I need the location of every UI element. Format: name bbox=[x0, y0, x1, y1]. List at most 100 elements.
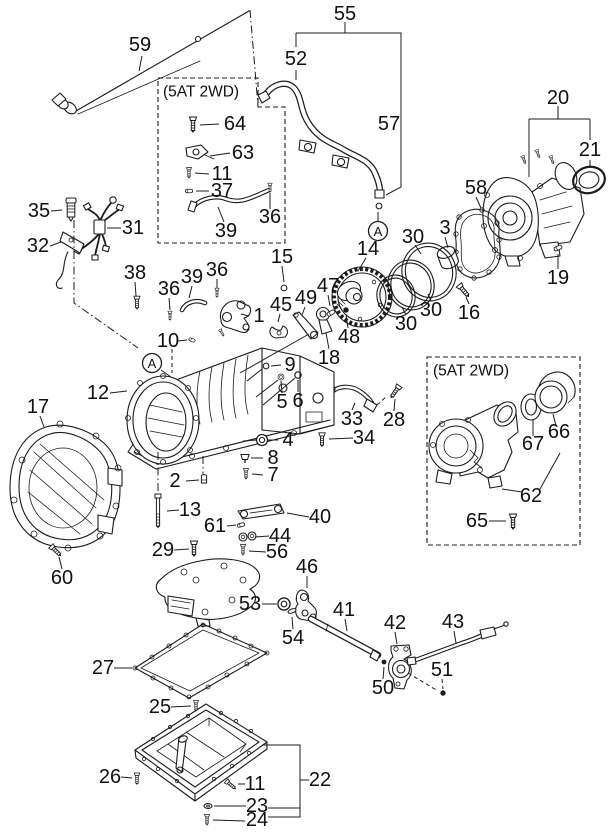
leader-line bbox=[427, 293, 432, 302]
detent-18-drawing bbox=[315, 306, 333, 335]
part-label-47: 47 bbox=[317, 275, 339, 297]
leader-line bbox=[327, 294, 331, 307]
leader-line bbox=[166, 509, 180, 512]
screw-fastener-glyph bbox=[455, 282, 473, 300]
leader-line bbox=[134, 281, 137, 297]
part-label-27: 27 bbox=[92, 657, 114, 679]
part-label-23: 23 bbox=[246, 795, 268, 817]
leader-line bbox=[212, 819, 246, 822]
part-label-7: 7 bbox=[267, 464, 278, 486]
part-label-6: 6 bbox=[292, 390, 303, 412]
part-label-59: 59 bbox=[129, 34, 151, 56]
leader-line bbox=[475, 196, 482, 209]
leader-line bbox=[177, 339, 188, 342]
part-label-38: 38 bbox=[124, 262, 146, 284]
view-marker-circle bbox=[367, 220, 389, 242]
leader-line bbox=[58, 556, 63, 570]
part-label-20: 20 bbox=[547, 87, 569, 109]
leader-line bbox=[296, 32, 402, 196]
oil-pan-drawing bbox=[134, 703, 268, 802]
leader-line bbox=[199, 123, 220, 126]
control-cable-drawing bbox=[406, 621, 509, 666]
part-label-33: 33 bbox=[341, 408, 363, 430]
part-label-10: 10 bbox=[157, 330, 179, 352]
part-label-66: 66 bbox=[548, 421, 570, 443]
part-label-46: 46 bbox=[296, 556, 318, 578]
leader-line bbox=[50, 209, 63, 212]
leader-line bbox=[357, 257, 367, 272]
part-label-51: 51 bbox=[431, 659, 453, 681]
part-label-9: 9 bbox=[284, 354, 295, 376]
part-label-45: 45 bbox=[270, 294, 292, 316]
leader-line bbox=[376, 395, 388, 406]
plugflat-fastener-glyph bbox=[203, 803, 213, 809]
view-marker-letter: A bbox=[374, 224, 383, 239]
leader-line bbox=[120, 776, 133, 779]
clamp-44-drawing bbox=[238, 531, 257, 542]
leader-line bbox=[246, 368, 263, 382]
part-label-2: 2 bbox=[169, 470, 180, 492]
part-label-30: 30 bbox=[420, 299, 442, 321]
screw-fastener-glyph bbox=[218, 328, 226, 338]
part-label-15: 15 bbox=[271, 246, 293, 268]
leader-line bbox=[539, 452, 561, 490]
leader-line bbox=[240, 313, 250, 317]
leader-line bbox=[382, 666, 385, 680]
leader-line bbox=[209, 152, 231, 157]
part-label-24: 24 bbox=[246, 809, 268, 831]
leader-line bbox=[73, 220, 139, 349]
transfer-case-drawing bbox=[481, 162, 585, 267]
screw-fastener-glyph bbox=[189, 116, 197, 134]
screw-fastener-glyph bbox=[240, 544, 246, 556]
leader-line bbox=[393, 398, 396, 412]
screw-fastener-glyph bbox=[318, 432, 326, 448]
part-label-62: 62 bbox=[520, 485, 542, 507]
lever-40-drawing bbox=[237, 503, 285, 520]
nut-fastener-glyph bbox=[255, 433, 269, 447]
part-label-53: 53 bbox=[239, 593, 261, 615]
part-label-11: 11 bbox=[212, 163, 233, 185]
variant-callout-box bbox=[157, 77, 286, 244]
lever-42-drawing bbox=[387, 644, 412, 690]
hose-39a-drawing bbox=[187, 187, 272, 213]
cap8-fastener-glyph bbox=[240, 453, 250, 464]
leader-line bbox=[301, 306, 306, 316]
leader-line bbox=[188, 285, 193, 299]
hose-39b-drawing bbox=[179, 298, 208, 313]
leader-line bbox=[394, 631, 398, 645]
screw-fastener-glyph bbox=[223, 778, 239, 792]
oil-pump-drawing bbox=[331, 266, 393, 328]
screw-fastener-glyph bbox=[387, 383, 403, 401]
o-rings-drawing bbox=[376, 242, 457, 318]
part-label-37: 37 bbox=[211, 180, 233, 202]
dot-fastener-glyph bbox=[440, 690, 446, 696]
screw-fastener-glyph bbox=[534, 148, 542, 160]
part-label-3: 3 bbox=[439, 217, 450, 239]
leader-line bbox=[286, 512, 310, 518]
extension-housing-drawing bbox=[428, 401, 519, 489]
part-label-56: 56 bbox=[266, 541, 288, 563]
part-label-29: 29 bbox=[152, 539, 174, 561]
leader-line bbox=[49, 241, 62, 247]
part-label-41: 41 bbox=[333, 599, 355, 621]
leader-line bbox=[444, 236, 449, 249]
variant-callout-box bbox=[426, 356, 581, 546]
part-label-60: 60 bbox=[51, 567, 73, 589]
part-label-39: 39 bbox=[181, 266, 203, 288]
view-marker-circle bbox=[141, 352, 163, 374]
part-label-63: 63 bbox=[232, 142, 254, 164]
pin-fastener-glyph bbox=[188, 337, 196, 343]
leader-line bbox=[239, 333, 310, 374]
pan-gasket-drawing bbox=[132, 622, 270, 700]
part-label-61: 61 bbox=[204, 515, 226, 537]
part-label-42: 42 bbox=[384, 612, 406, 634]
part-label-64: 64 bbox=[224, 113, 246, 135]
oil-level-gauge-drawing bbox=[51, 10, 250, 115]
leader-line bbox=[168, 297, 171, 311]
valve-body-drawing bbox=[155, 558, 261, 627]
part-label-11: 11 bbox=[245, 773, 266, 795]
leader-line bbox=[251, 473, 264, 476]
part-label-31: 31 bbox=[122, 217, 144, 239]
